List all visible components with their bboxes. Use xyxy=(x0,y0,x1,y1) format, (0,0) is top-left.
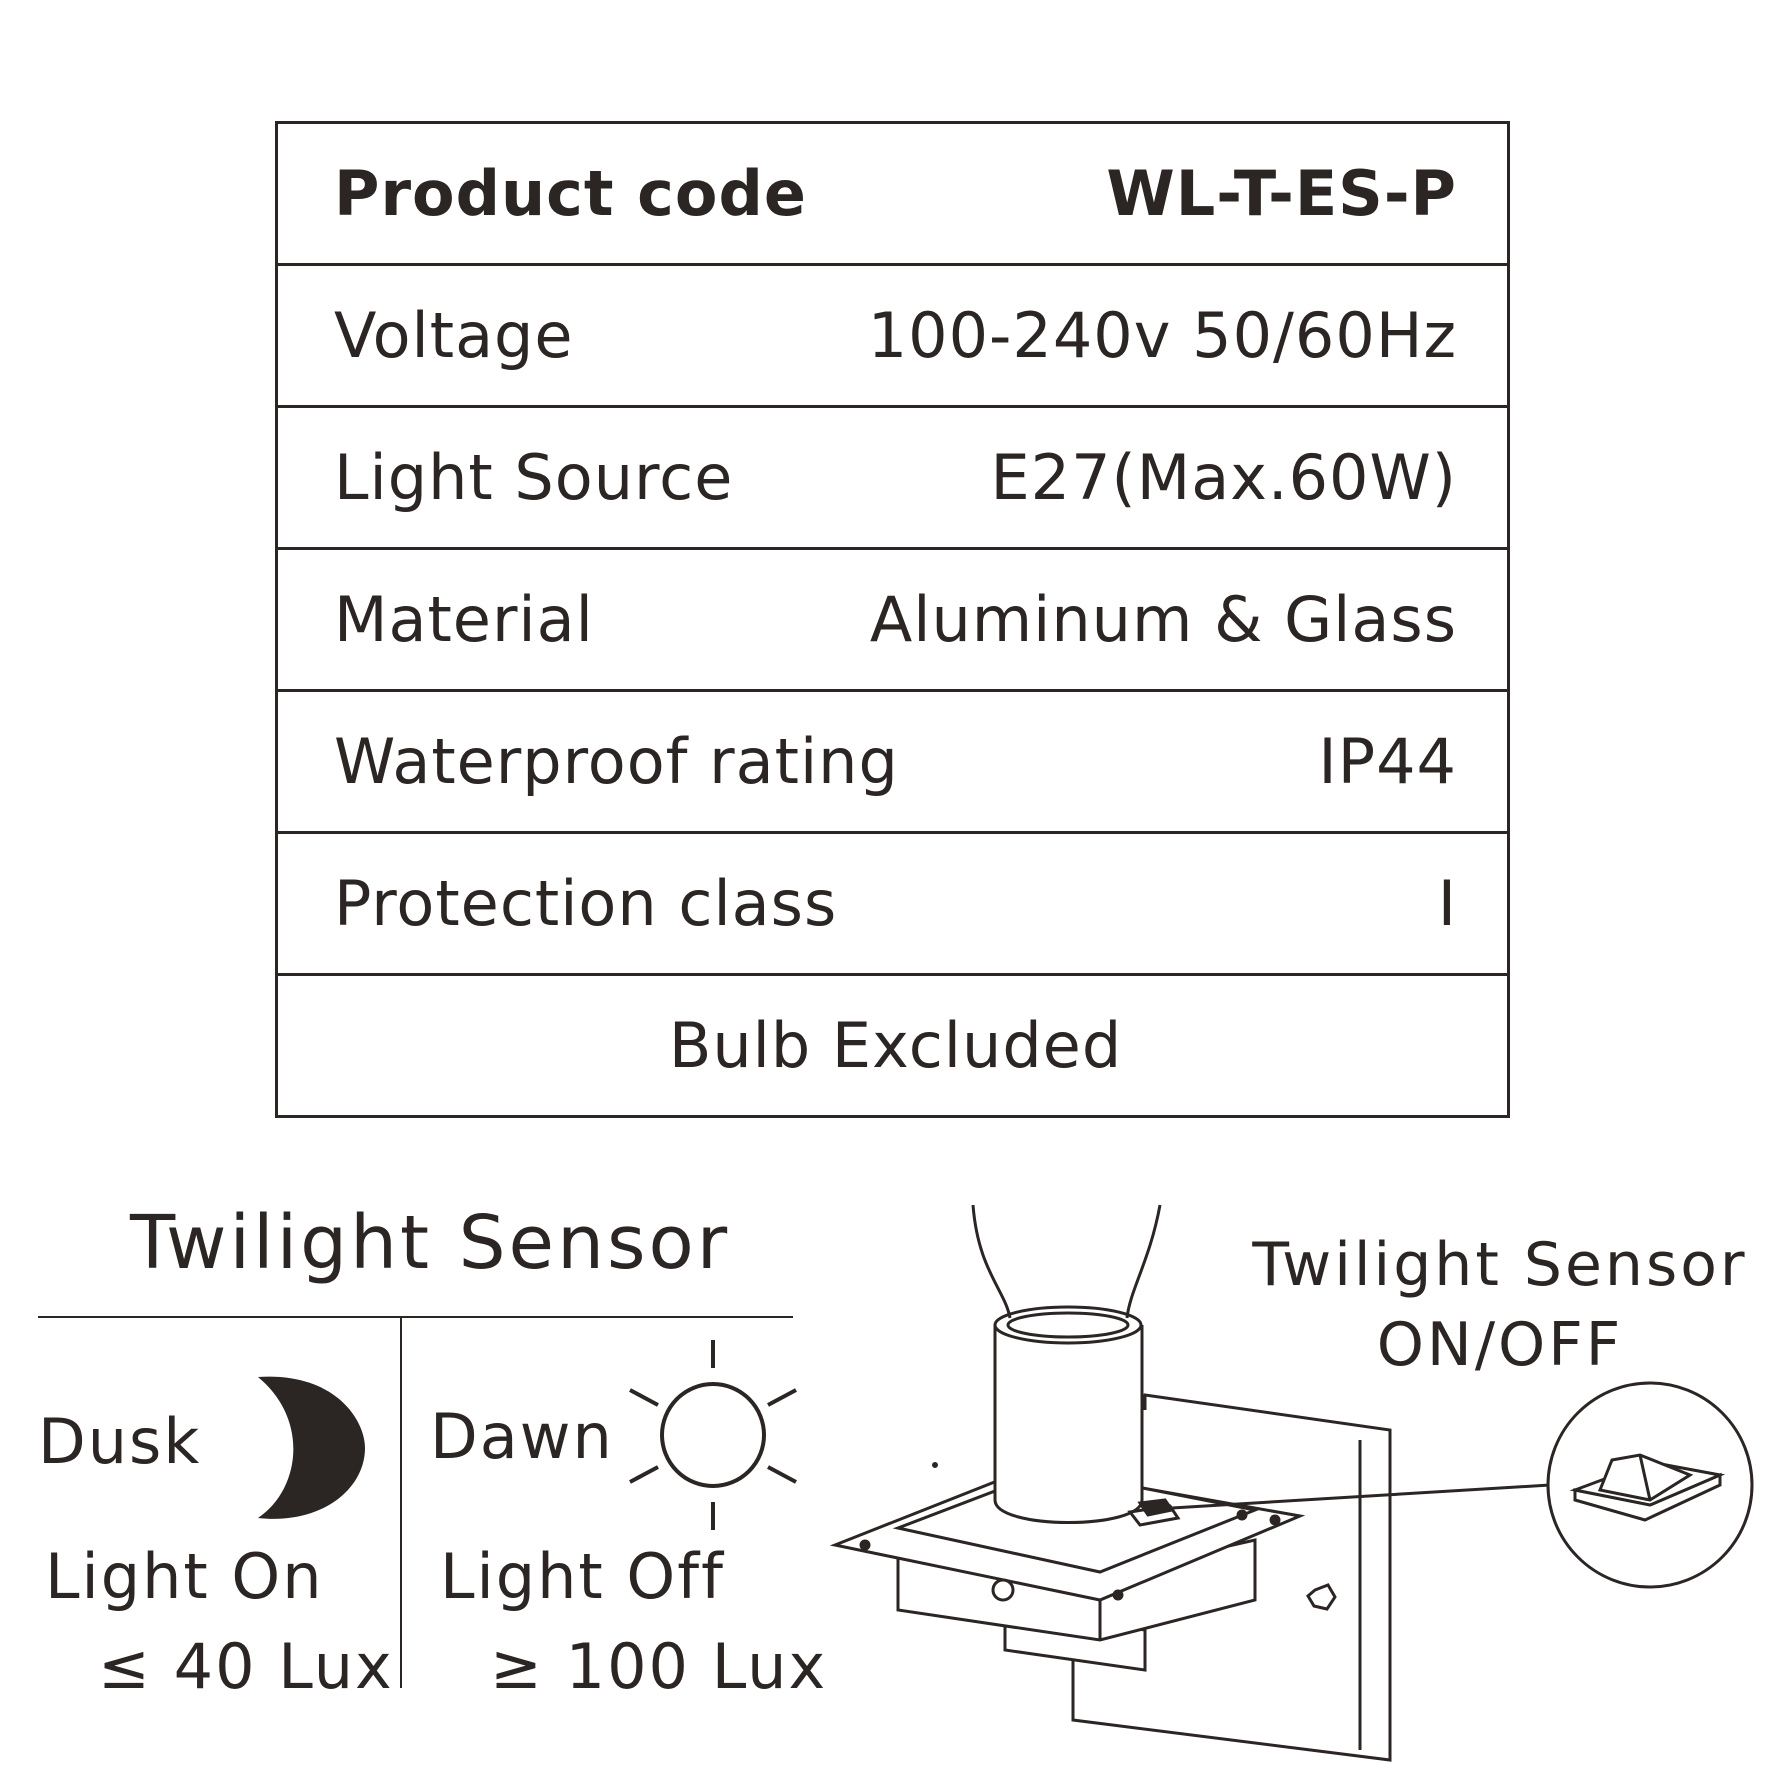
spec-label: Light Source xyxy=(334,441,734,514)
spec-row-material: Material Aluminum & Glass xyxy=(278,550,1507,692)
switch-caption-line2: ON/OFF xyxy=(1376,1310,1624,1380)
spec-label: Waterproof rating xyxy=(334,725,899,798)
switch-caption-line1: Twilight Sensor xyxy=(1252,1230,1748,1300)
spec-row-product-code: Product code WL-T-ES-P xyxy=(278,124,1507,266)
dusk-action: Light On xyxy=(45,1540,324,1613)
twilight-sensor-title: Twilight Sensor xyxy=(130,1200,731,1286)
dawn-label: Dawn xyxy=(430,1400,614,1473)
spec-value: Aluminum & Glass xyxy=(869,583,1457,656)
spec-table: Product code WL-T-ES-P Voltage 100-240v … xyxy=(275,121,1510,1118)
moon-icon xyxy=(258,1376,365,1519)
dawn-threshold: ≥ 100 Lux xyxy=(490,1630,828,1703)
spec-label: Voltage xyxy=(334,299,574,372)
spec-row-waterproof: Waterproof rating IP44 xyxy=(278,692,1507,834)
switch-caption: Twilight Sensor ON/OFF xyxy=(1230,1225,1770,1385)
divider-horizontal xyxy=(38,1316,793,1318)
spec-row-protection: Protection class I xyxy=(278,834,1507,976)
rocker-switch-icon xyxy=(1546,1381,1754,1589)
spec-value: WL-T-ES-P xyxy=(1106,157,1457,230)
spec-row-light-source: Light Source E27(Max.60W) xyxy=(278,408,1507,550)
dusk-label: Dusk xyxy=(38,1405,202,1478)
divider-vertical xyxy=(400,1316,402,1688)
spec-value: I xyxy=(1437,867,1457,940)
spec-row-bulb-note: Bulb Excluded xyxy=(278,976,1507,1115)
spec-value: IP44 xyxy=(1318,725,1457,798)
spec-label: Protection class xyxy=(334,867,838,940)
bulb-note: Bulb Excluded xyxy=(668,1009,1123,1082)
spec-value: E27(Max.60W) xyxy=(990,441,1457,514)
dawn-action: Light Off xyxy=(440,1540,725,1613)
spec-label: Product code xyxy=(334,157,807,230)
spec-label: Material xyxy=(334,583,594,656)
sun-icon xyxy=(629,1340,797,1530)
dusk-threshold: ≤ 40 Lux xyxy=(98,1630,394,1703)
spec-value: 100-240v 50/60Hz xyxy=(867,299,1457,372)
spec-row-voltage: Voltage 100-240v 50/60Hz xyxy=(278,266,1507,408)
lamp-mount-drawing xyxy=(829,1204,1551,1762)
